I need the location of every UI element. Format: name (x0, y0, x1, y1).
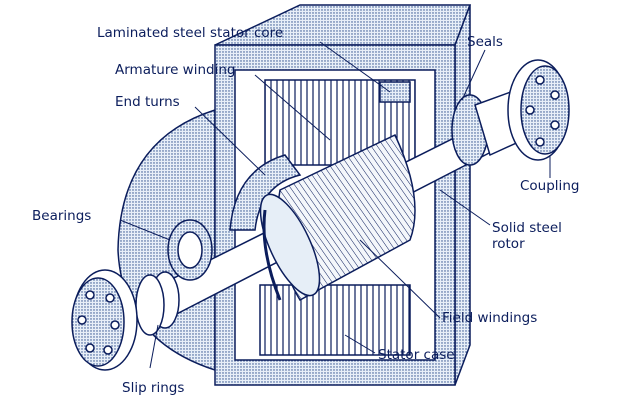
stator-core-lower (259, 284, 411, 356)
label-stator-case: Stator case (378, 347, 455, 363)
stator-case-back (454, 4, 471, 386)
leader-lines (119, 41, 551, 369)
label-rotor-line1: Solid steel (492, 220, 562, 236)
label-seals: Seals (467, 34, 503, 50)
label-coupling: Coupling (520, 178, 580, 194)
label-end-turns: End turns (115, 94, 180, 110)
label-field-windings: Field windings (442, 310, 538, 326)
label-bearings: Bearings (32, 208, 92, 224)
label-slip-rings: Slip rings (122, 380, 185, 396)
label-armature-winding: Armature winding (115, 62, 236, 78)
label-stator-core: Laminated steel stator core (97, 25, 284, 41)
label-rotor-line2: rotor (492, 235, 525, 252)
